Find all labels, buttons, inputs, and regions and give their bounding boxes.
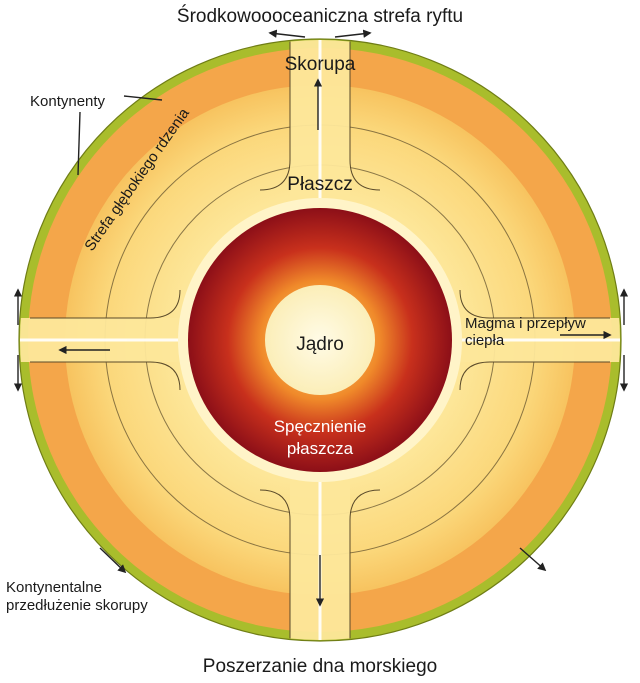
core-layer: [178, 198, 462, 482]
continental-extension-label-line1: Kontynentalne: [6, 579, 102, 596]
continents-leader-2: [77, 111, 81, 176]
continents-leader: [123, 95, 163, 101]
continents-label: Kontynenty: [30, 93, 106, 110]
mantle-label: Płaszcz: [287, 174, 352, 195]
core-label: Jądro: [296, 334, 344, 355]
bottom-left-arrow: [99, 547, 127, 574]
continental-extension-label-line2: przedłużenie skorupy: [6, 597, 148, 614]
magma-label-line1: Magma i przepływ: [465, 315, 586, 332]
bottom-right-arrow: [519, 547, 547, 572]
magma-label-line2: ciepła: [465, 332, 505, 349]
mantle-bulge-label-line1: Spęcznienie: [274, 417, 367, 436]
seafloor-spreading-label: Poszerzanie dna morskiego: [203, 656, 437, 677]
arrows: [13, 29, 629, 607]
rift-zone-label: Środkowoooceaniczna strefa ryftu: [177, 5, 463, 27]
rift-arrow-left: [268, 29, 306, 38]
rift-arrow-right: [334, 29, 372, 38]
crust-label: Skorupa: [285, 54, 356, 75]
mantle-bulge-label-line2: płaszcza: [287, 439, 354, 458]
